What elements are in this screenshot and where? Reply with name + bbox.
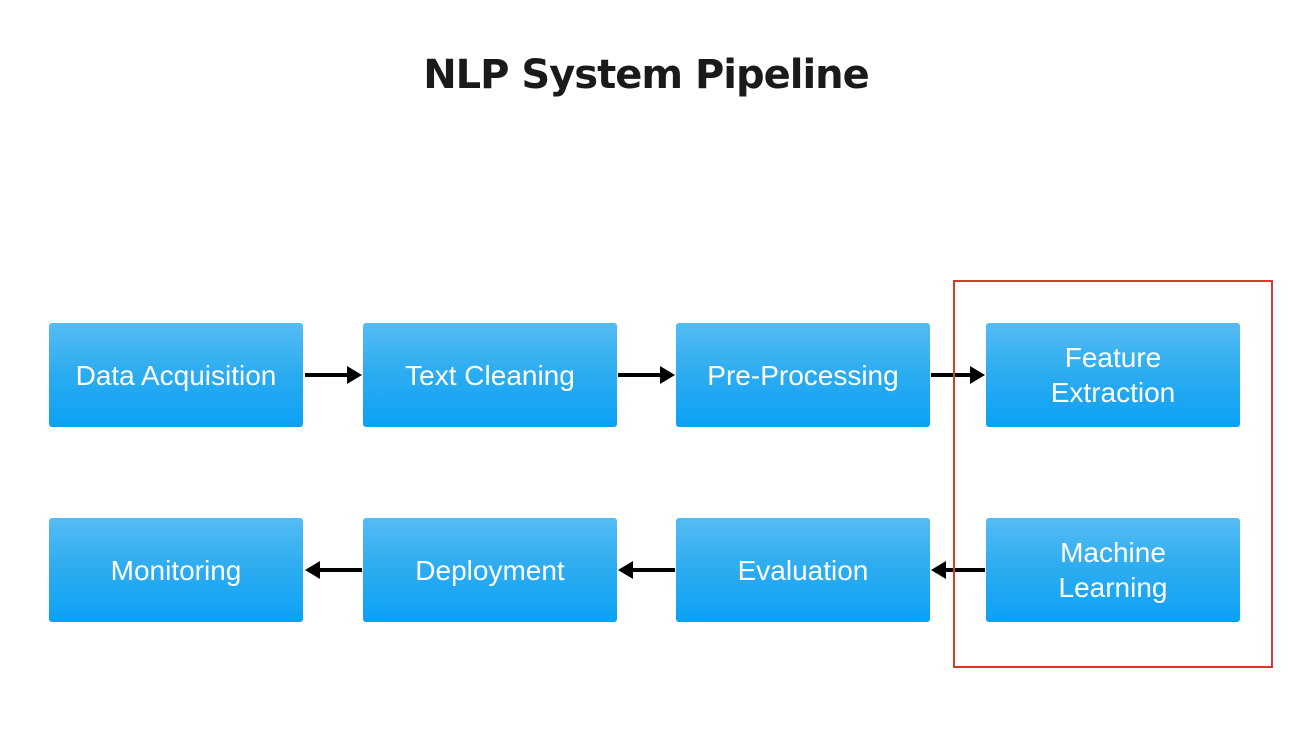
arrow-head-icon (660, 366, 675, 384)
arrow-shaft (631, 568, 675, 572)
arrow-head-icon (618, 561, 633, 579)
arrow-shaft (618, 373, 662, 377)
arrow-head-icon (305, 561, 320, 579)
arrow-head-icon (347, 366, 362, 384)
box-label: Text Cleaning (405, 359, 575, 391)
box-label: Machine Learning (1058, 537, 1168, 603)
box-evaluation: Evaluation (676, 518, 930, 622)
box-label: Data Acquisition (75, 359, 277, 391)
box-monitoring: Monitoring (49, 518, 303, 622)
highlight-rectangle (953, 280, 1273, 668)
arrow-shaft (931, 373, 972, 377)
box-label: Pre-Processing (707, 359, 899, 391)
arrow-text-cleaning-to-pre-processing (618, 366, 675, 384)
arrow-pre-processing-to-feature-extraction (931, 366, 985, 384)
arrow-deployment-to-monitoring (305, 561, 362, 579)
arrow-shaft (944, 568, 985, 572)
box-label: Deployment (415, 554, 565, 586)
diagram-title: NLP System Pipeline (423, 52, 870, 98)
arrow-head-icon (970, 366, 985, 384)
box-pre-processing: Pre-Processing (676, 323, 930, 427)
box-feature-extraction: Feature Extraction (986, 323, 1240, 427)
arrow-shaft (305, 373, 349, 377)
box-text-cleaning: Text Cleaning (363, 323, 617, 427)
arrow-machine-learning-to-evaluation (931, 561, 985, 579)
arrow-shaft (318, 568, 362, 572)
box-label: Feature Extraction (1050, 342, 1176, 408)
box-machine-learning: Machine Learning (986, 518, 1240, 622)
box-label: Monitoring (110, 554, 242, 586)
arrow-head-icon (931, 561, 946, 579)
arrow-evaluation-to-deployment (618, 561, 675, 579)
arrow-data-acquisition-to-text-cleaning (305, 366, 362, 384)
box-label: Evaluation (737, 554, 869, 586)
box-deployment: Deployment (363, 518, 617, 622)
box-data-acquisition: Data Acquisition (49, 323, 303, 427)
